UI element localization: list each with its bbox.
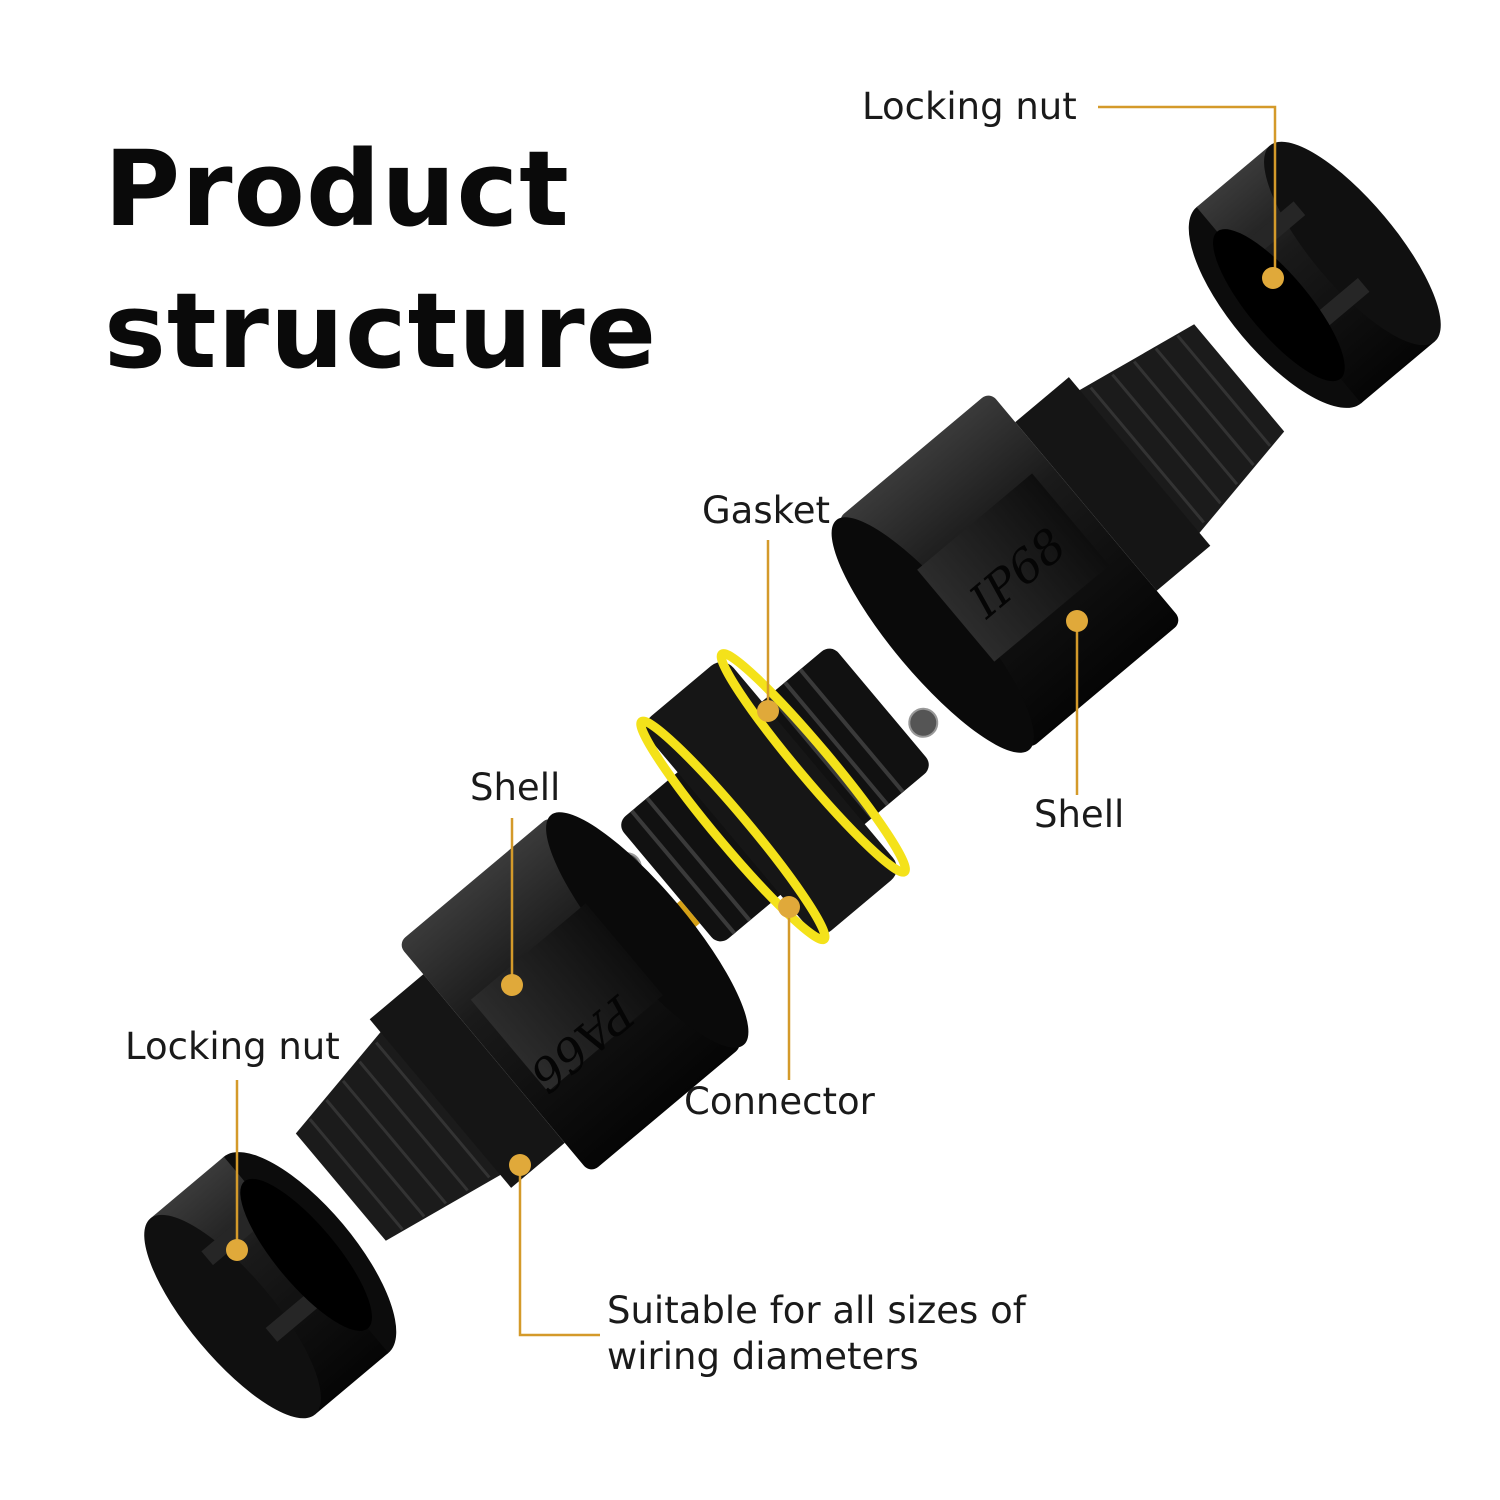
label-connector: Connector	[684, 1080, 875, 1123]
label-wiring-line-1: Suitable for all sizes of	[607, 1289, 1026, 1332]
title-line-2: structure	[104, 270, 658, 392]
label-shell-left: Shell	[470, 766, 561, 809]
label-locking-nut-bottom: Locking nut	[125, 1025, 340, 1068]
leader-wiring	[518, 1165, 600, 1337]
callout-dot-wiring	[509, 1154, 531, 1176]
callout-dot-gasket	[757, 700, 779, 722]
callout-dot-locking-nut-top	[1262, 267, 1284, 289]
callout-dot-connector	[778, 896, 800, 918]
locking-nut-bottom-part	[144, 1152, 397, 1419]
callout-dot-locking-nut-bottom	[226, 1239, 248, 1261]
label-wiring-line-2: wiring diameters	[607, 1335, 919, 1378]
label-wiring-diameters: Suitable for all sizes of wiring diamete…	[607, 1288, 1077, 1380]
shell-top-part	[831, 324, 1285, 753]
label-locking-nut-top: Locking nut	[862, 85, 1077, 128]
callout-dot-shell-right	[1066, 610, 1088, 632]
page-title: Product structure	[104, 118, 657, 402]
shell-bottom-part	[295, 812, 749, 1241]
label-shell-right: Shell	[1034, 793, 1125, 836]
callout-dot-shell-left	[501, 974, 523, 996]
title-line-1: Product	[104, 128, 570, 250]
leader-locking-nut-top	[1098, 105, 1277, 278]
label-gasket: Gasket	[702, 489, 831, 532]
locking-nut-top-part	[1188, 141, 1441, 408]
